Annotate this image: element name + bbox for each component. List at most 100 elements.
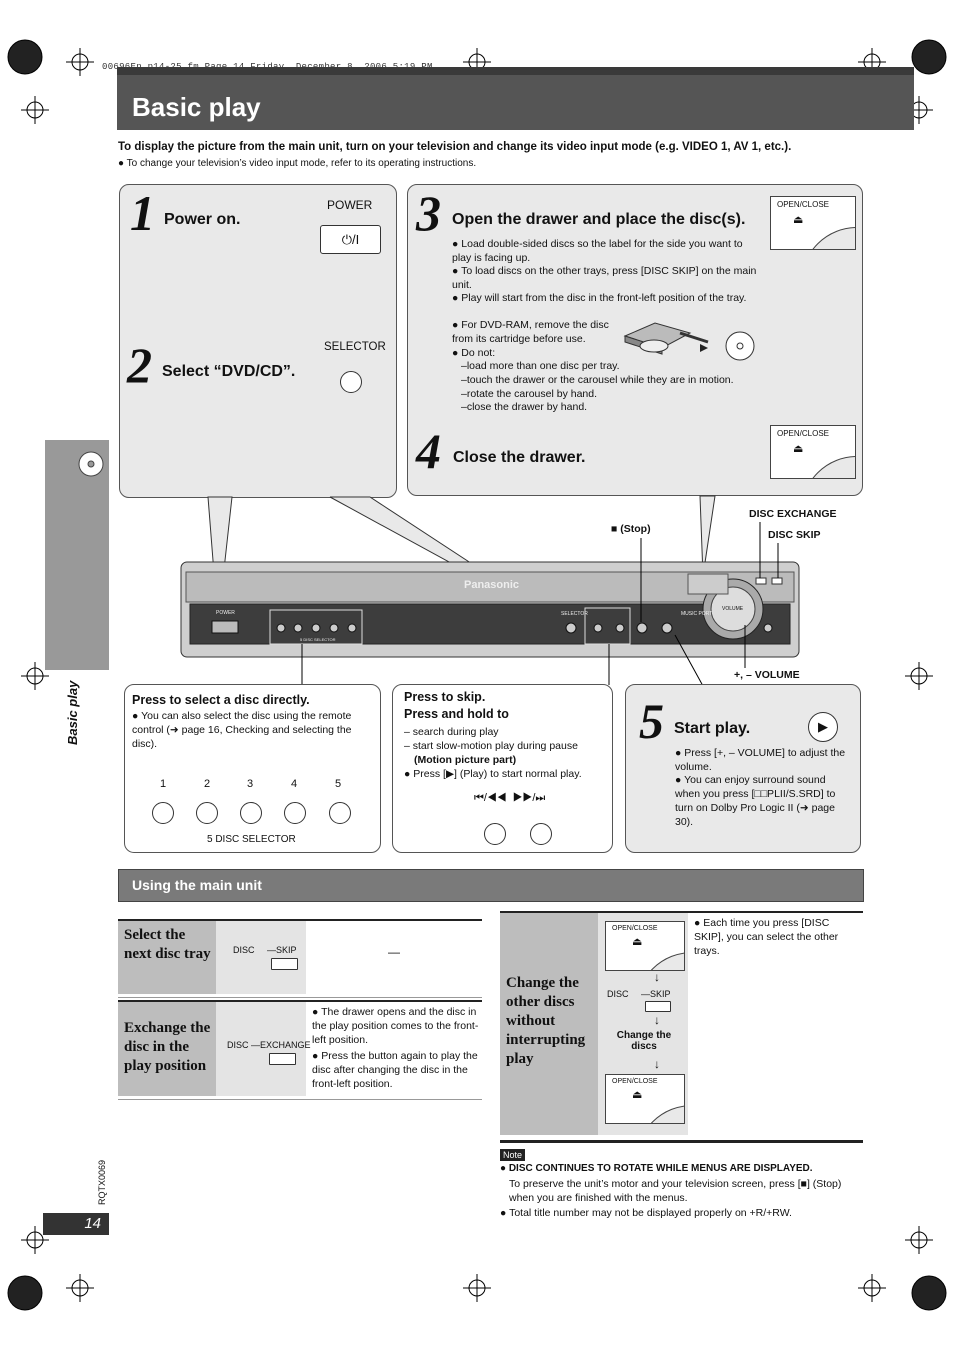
note-rule <box>500 1140 863 1143</box>
intro-bullet-text: To change your television’s video input … <box>126 158 477 169</box>
right-open-close-2[interactable]: OPEN/CLOSE ⏏ <box>605 1074 685 1124</box>
step-4-number: 4 <box>416 423 441 479</box>
dont-4: –close the drawer by hand. <box>461 401 588 413</box>
down-arrow-2: ↓ <box>654 1013 660 1027</box>
device-selector-label: SELECTOR <box>561 611 588 617</box>
intro-bullet: ● To change your television’s video inpu… <box>118 158 477 169</box>
disc-number-5: 5 <box>335 778 342 790</box>
disc-skip-button[interactable] <box>271 958 298 970</box>
disc-5-button[interactable] <box>329 802 351 824</box>
row-2-bullet-1: ● The drawer opens and the disc in the p… <box>312 1006 479 1046</box>
disc-exchange-button[interactable] <box>269 1053 296 1065</box>
title-bar-top <box>117 67 914 76</box>
section-title: Using the main unit <box>132 877 262 893</box>
note-bold-text: DISC CONTINUES TO ROTATE WHILE MENUS ARE… <box>508 1163 813 1174</box>
five-disc-caption: 5 DISC SELECTOR <box>207 834 296 845</box>
disc-number-1: 1 <box>160 778 167 790</box>
skip-forward-button[interactable] <box>530 823 552 845</box>
power-button[interactable]: ⏻/I <box>320 225 381 254</box>
row-2-bullet-2: ● Press the button again to play the dis… <box>312 1050 478 1090</box>
s3-b1: Load double-sided discs so the label for… <box>452 238 743 264</box>
dont-1: –load more than one disc per tray. <box>461 360 620 372</box>
disc-exchange-label: DISC EXCHANGE <box>749 508 837 520</box>
note-bold: ● DISC CONTINUES TO ROTATE WHILE MENUS A… <box>500 1163 813 1174</box>
disc-number-2: 2 <box>204 778 211 790</box>
play-button[interactable]: ▶ <box>808 712 838 742</box>
down-arrow-1: ↓ <box>654 970 660 984</box>
drawer-curve <box>636 1105 684 1123</box>
disc-2-button[interactable] <box>196 802 218 824</box>
step-3-bullet-3: ● Play will start from the disc in the f… <box>452 292 747 304</box>
skip-back-button[interactable] <box>484 823 506 845</box>
eject-icon: ⏏ <box>793 443 804 455</box>
row-2-label: Exchange the disc in the play position <box>124 1020 211 1074</box>
selector-button[interactable] <box>340 371 362 393</box>
step-4-title: Close the drawer. <box>453 449 586 466</box>
open-close-label: OPEN/CLOSE <box>777 200 830 209</box>
step-5-number: 5 <box>639 693 664 749</box>
disc-4-button[interactable] <box>284 802 306 824</box>
open-close-label: OPEN/CLOSE <box>612 1078 658 1085</box>
row-1-dash: — <box>388 945 400 959</box>
drawer-curve <box>636 952 684 970</box>
sidebar-tab <box>45 440 109 670</box>
row-1-label-bg <box>118 921 216 994</box>
note-bullet-2-text: Total title number may not be displayed … <box>509 1207 792 1219</box>
device-illustration <box>180 495 800 687</box>
volume-label: +, – VOLUME <box>734 669 800 681</box>
disc-select-title: Press to select a disc directly. <box>132 693 310 707</box>
skip-bullet: ● Press [▶] (Play) to start normal play. <box>404 768 582 780</box>
step-1-number: 1 <box>130 185 155 241</box>
open-close-button-3[interactable]: OPEN/CLOSE ⏏ <box>770 196 856 250</box>
skip-title-1: Press to skip. <box>404 690 486 704</box>
right-block <box>500 911 863 1138</box>
skip-title-2: Press and hold to <box>404 707 509 721</box>
device-power-label: POWER <box>216 610 235 616</box>
down-arrow-3: ↓ <box>654 1057 660 1071</box>
page-number: 14 <box>43 1213 109 1235</box>
disc-icon <box>78 451 104 477</box>
disc-select-bullet: ● You can also select the disc using the… <box>132 710 352 750</box>
right-label-bg <box>500 913 598 1135</box>
skip-item-2: – start slow-motion play during pause <box>404 740 578 752</box>
step-3-number: 3 <box>416 185 441 241</box>
step-5-bullet-1: ● Press [+, – VOLUME] to adjust the volu… <box>675 747 846 773</box>
disc-number-4: 4 <box>291 778 298 790</box>
device-5disc-label: 5 DISC SELECTOR <box>300 637 336 642</box>
step-3-bullet-2: ● To load discs on the other trays, pres… <box>452 265 757 291</box>
eject-icon: ⏏ <box>632 936 643 948</box>
cartridge-illustration <box>623 322 755 361</box>
right-bullet: ● Each time you press [DISC SKIP], you c… <box>694 917 839 957</box>
disc-select-bullet-text: You can also select the disc using the r… <box>132 710 352 750</box>
eject-icon: ⏏ <box>632 1089 643 1101</box>
skip-bullet-text: Press [▶] (Play) to start normal play. <box>413 768 582 780</box>
s5-b1: Press [+, – VOLUME] to adjust the volume… <box>675 747 846 773</box>
disc-number-3: 3 <box>247 778 254 790</box>
stop-label: ■ (Stop) <box>611 523 651 535</box>
open-close-label: OPEN/CLOSE <box>612 925 658 932</box>
page-title: Basic play <box>132 92 261 122</box>
row-2-btn-bg <box>216 1002 306 1096</box>
dont-2: –touch the drawer or the carousel while … <box>461 374 734 386</box>
step-1-title: Power on. <box>164 211 241 228</box>
disc-skip-label: DISC SKIP <box>768 529 821 541</box>
skip-symbols: ⏮/◀◀ ▶▶/⏭ <box>474 792 546 804</box>
disc-select-panel <box>124 684 381 853</box>
row-2-b1: The drawer opens and the disc in the pla… <box>312 1006 479 1046</box>
dont-3: –rotate the carousel by hand. <box>461 388 598 400</box>
row-1-btn-bg <box>216 921 306 994</box>
open-close-button-4[interactable]: OPEN/CLOSE ⏏ <box>770 425 856 479</box>
right-disc-skip-button[interactable] <box>645 1001 671 1012</box>
row-1-disc: DISC <box>233 945 255 955</box>
disc-1-button[interactable] <box>152 802 174 824</box>
disc-3-button[interactable] <box>240 802 262 824</box>
row-1-skip-text: SKIP <box>276 945 297 955</box>
step-3-title: Open the drawer and place the disc(s). <box>452 211 746 228</box>
right-open-close-1[interactable]: OPEN/CLOSE ⏏ <box>605 921 685 971</box>
device-volume-label: VOLUME <box>722 606 744 612</box>
power-label: POWER <box>327 198 373 212</box>
note-bullet-2: ● Total title number may not be displaye… <box>500 1207 792 1219</box>
s3-b4: For DVD-RAM, remove the disc from its ca… <box>452 319 609 345</box>
step-3-bullet-1: ● Load double-sided discs so the label f… <box>452 238 743 264</box>
row-1-label: Select the next disc tray <box>124 927 211 962</box>
